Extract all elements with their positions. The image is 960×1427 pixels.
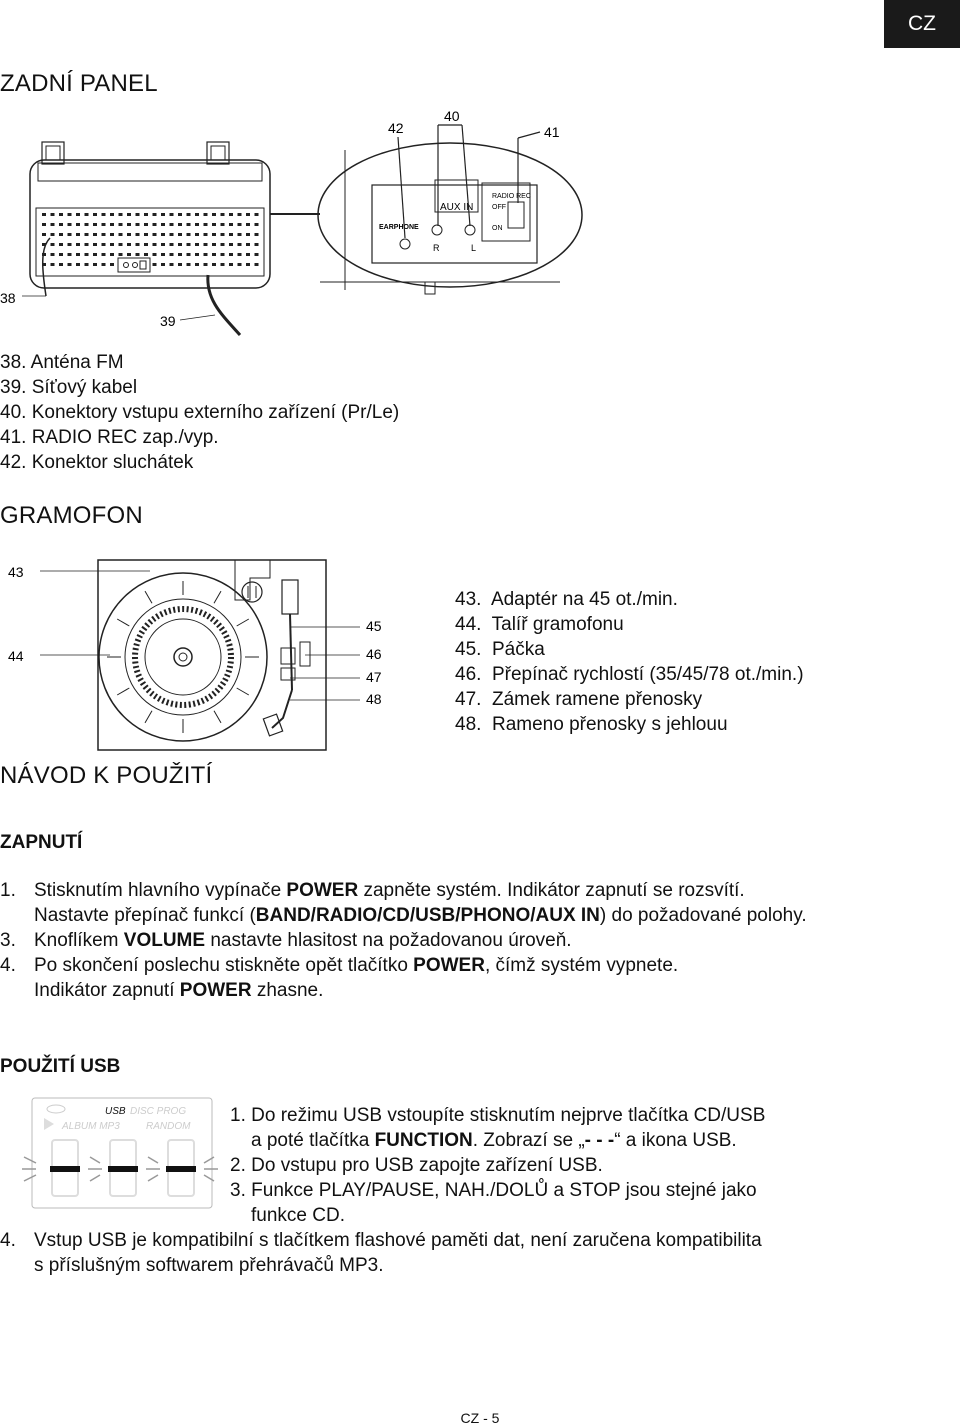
list-item: 2. Do vstupu pro USB zapojte zařízení US…	[230, 1155, 603, 1176]
callout-48: 48	[366, 691, 382, 707]
off-label: OFF	[492, 204, 506, 211]
usb-display-illustration: USB DISC PROG ALBUM MP3 RANDOM	[22, 1097, 218, 1209]
rear-panel-diagram: EARPHONE AUX IN R L RADIO REC OFF ON 38 …	[0, 108, 583, 337]
turntable-title: GRAMOFON	[0, 502, 143, 529]
callout-47: 47	[366, 669, 382, 685]
callout-41: 41	[544, 124, 560, 140]
rear-panel-title: ZADNÍ PANEL	[0, 70, 158, 97]
list-item: 2.Nastavte přepínač funkcí (BAND/RADIO/C…	[34, 905, 807, 926]
disc-prog-indicator: DISC PROG	[130, 1106, 186, 1117]
list-item-continuation: funkce CD.	[251, 1205, 345, 1226]
callout-46: 46	[366, 646, 382, 662]
list-item-continuation: Indikátor zapnutí POWER zhasne.	[34, 980, 324, 1001]
callout-39: 39	[160, 313, 176, 329]
usb-indicator: USB	[105, 1106, 126, 1117]
list-item: 40. Konektory vstupu externího zařízení …	[0, 402, 400, 423]
list-item: 3. Funkce PLAY/PAUSE, NAH./DOLŮ a STOP j…	[230, 1180, 757, 1201]
list-item: 47. Zámek ramene přenosky	[455, 689, 703, 710]
album-mp3-indicator: ALBUM MP3	[61, 1121, 120, 1132]
list-item: 46. Přepínač rychlostí (35/45/78 ot./min…	[455, 664, 804, 685]
list-item: 42. Konektor sluchátek	[0, 452, 194, 473]
on-label: ON	[492, 225, 503, 232]
callout-40: 40	[444, 108, 460, 124]
rear-panel-list: 38. Anténa FM 39. Síťový kabel 40. Konek…	[0, 350, 399, 475]
usb-steps: 1. Do režimu USB vstoupíte stisknutím ne…	[230, 1103, 765, 1228]
list-item: 4.Vstup USB je kompatibilní s tlačítkem …	[0, 1230, 762, 1251]
earphone-label: EARPHONE	[379, 224, 419, 231]
list-item: 4.Po skončení poslechu stiskněte opět tl…	[0, 955, 679, 976]
list-item: 43. Adaptér na 45 ot./min.	[455, 589, 678, 610]
list-item: 39. Síťový kabel	[0, 377, 138, 398]
list-item: 1.Stisknutím hlavního vypínače POWER zap…	[0, 880, 745, 901]
language-badge: CZ	[884, 0, 960, 48]
list-item: 45. Páčka	[455, 639, 545, 660]
power-on-heading: ZAPNUTÍ	[0, 832, 83, 853]
turntable-list: 43. Adaptér na 45 ot./min. 44. Talíř gra…	[455, 587, 804, 737]
callout-44: 44	[8, 648, 24, 664]
callout-43: 43	[8, 564, 24, 580]
list-item-continuation: s příslušným softwarem přehrávačů MP3.	[34, 1255, 384, 1276]
left-label: L	[471, 243, 476, 253]
radio-rec-label: RADIO REC	[492, 193, 531, 200]
list-item: 38. Anténa FM	[0, 352, 124, 373]
list-item: 48. Rameno přenosky s jehlouu	[455, 714, 728, 735]
power-on-steps: 1.Stisknutím hlavního vypínače POWER zap…	[0, 878, 850, 1003]
list-item-continuation: a poté tlačítka FUNCTION. Zobrazí se „- …	[251, 1130, 737, 1151]
usage-title: NÁVOD K POUŽITÍ	[0, 762, 213, 789]
right-label: R	[433, 243, 440, 253]
list-item: 3.Knoflíkem VOLUME nastavte hlasitost na…	[0, 930, 572, 951]
usb-heading: POUŽITÍ USB	[0, 1056, 121, 1077]
aux-in-label: AUX IN	[440, 202, 473, 213]
list-item: 41. RADIO REC zap./vyp.	[0, 427, 219, 448]
callout-38: 38	[0, 290, 16, 306]
random-indicator: RANDOM	[146, 1121, 191, 1132]
turntable-diagram: 43 44 45 46 47 48	[8, 559, 382, 751]
list-item: 1. Do režimu USB vstoupíte stisknutím ne…	[230, 1105, 766, 1126]
callout-45: 45	[366, 618, 382, 634]
usb-step-4: 4.Vstup USB je kompatibilní s tlačítkem …	[0, 1228, 762, 1278]
callout-42: 42	[388, 120, 404, 136]
list-item: 44. Talíř gramofonu	[455, 614, 624, 635]
page-footer: CZ - 5	[460, 1410, 500, 1426]
